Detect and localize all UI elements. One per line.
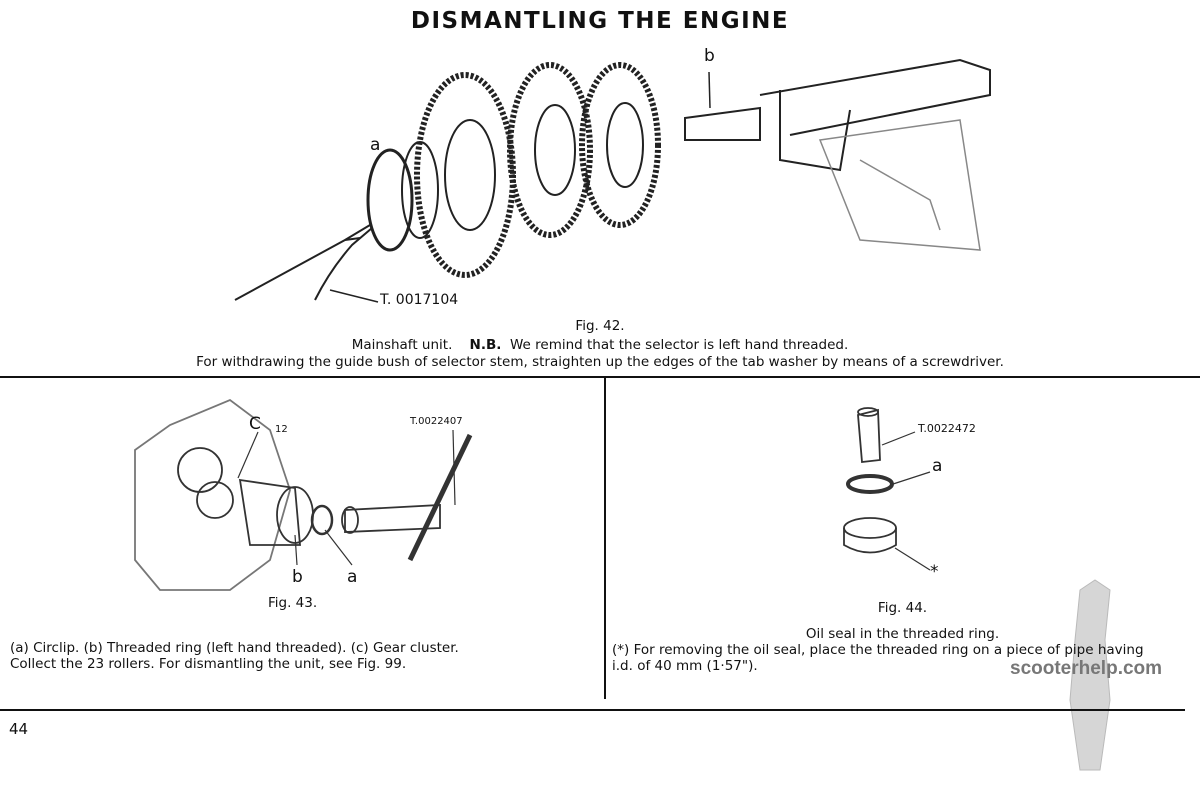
fig42-caption-line1: Mainshaft unit. N.B. We remind that the …	[0, 337, 1200, 354]
fig44-caption-line1: Oil seal in the threaded ring.	[805, 626, 1000, 642]
page-title: DISMANTLING THE ENGINE	[410, 8, 790, 34]
watermark-scooter-logo	[1069, 579, 1111, 771]
caption-text: We remind that the selector is left hand…	[509, 337, 849, 353]
fig44-tool-code: T.0022472	[918, 422, 976, 435]
fig42-label-b: b	[704, 46, 715, 66]
fig43-tool-code: T.0022407	[410, 416, 463, 427]
fig42-number: Fig. 42.	[575, 318, 625, 334]
caption-text: Mainshaft unit.	[351, 337, 453, 353]
fig43-label-c-number: 12	[275, 424, 288, 435]
fig43-caption-line2: Collect the 23 rollers. For dismantling …	[10, 656, 407, 672]
fig44-caption-line2: (*) For removing the oil seal, place the…	[612, 642, 1144, 658]
fig44-caption-line3: i.d. of 40 mm (1·57").	[612, 658, 758, 674]
fig44-label-a: a	[932, 456, 943, 476]
fig43-caption-line1: (a) Circlip. (b) Threaded ring (left han…	[10, 640, 459, 656]
horizontal-divider-bottom	[0, 709, 1185, 711]
nb-label: N.B.	[469, 337, 502, 353]
page-number: 44	[9, 720, 29, 738]
watermark-text: scooterhelp.com	[1010, 658, 1163, 679]
vertical-divider	[604, 377, 606, 699]
fig44-label-asterisk: *	[930, 562, 939, 582]
fig43-number: Fig. 43.	[268, 595, 318, 611]
fig43-label-c: C	[249, 414, 261, 434]
horizontal-divider-top	[0, 376, 1200, 378]
fig43-label-a: a	[347, 567, 358, 587]
fig43-label-b: b	[292, 567, 303, 587]
fig42-label-a: a	[370, 135, 381, 155]
fig42-tool-code: T. 0017104	[380, 292, 459, 308]
fig42-caption-line2: For withdrawing the guide bush of select…	[196, 354, 1004, 370]
fig44-number: Fig. 44.	[877, 600, 928, 616]
